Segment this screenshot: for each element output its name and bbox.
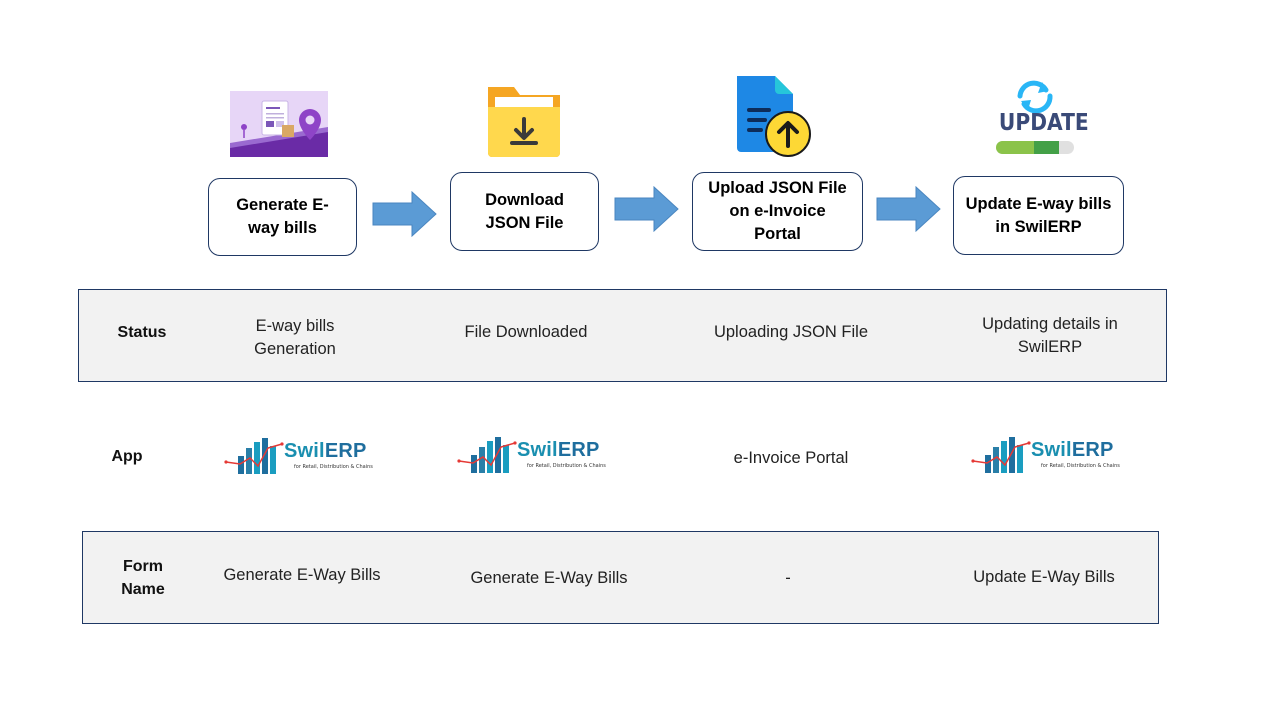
logo-tagline: for Retail, Distribution & Chains	[294, 464, 373, 470]
form-name-label: Form Name	[103, 555, 183, 601]
step-label: in SwilERP	[995, 217, 1082, 236]
swilerp-logo: SwilERP for Retail, Distribution & Chain…	[971, 433, 1121, 481]
form-name-cell: Generate E-Way Bills	[470, 569, 628, 587]
step-box-upload: Upload JSON File on e-Invoice Portal	[692, 172, 863, 251]
flow-arrow-1	[372, 191, 437, 237]
status-cell-text: Generation	[254, 340, 336, 358]
status-cell: E-way bills Generation	[215, 315, 375, 361]
swilerp-logo: SwilERP for Retail, Distribution & Chain…	[457, 433, 607, 481]
status-band	[78, 289, 1167, 382]
update-icon-text: UPDATE	[998, 110, 1089, 136]
step-label: Generate E-	[236, 196, 329, 214]
step-label: on e-Invoice	[729, 202, 826, 220]
step-box-update: Update E-way bills in SwilERP	[953, 176, 1124, 255]
logo-tagline: for Retail, Distribution & Chains	[1041, 463, 1120, 469]
portal-app-text: e-Invoice Portal	[733, 449, 849, 467]
form-name-cell: Update E-Way Bills	[973, 568, 1115, 586]
step-label: Download	[485, 190, 564, 209]
status-cell-text: E-way bills	[255, 317, 335, 335]
logo-tagline: for Retail, Distribution & Chains	[527, 463, 606, 469]
file-upload-icon	[735, 74, 813, 160]
status-cell-text: Uploading JSON File	[713, 323, 869, 341]
status-cell-text: SwilERP	[1017, 338, 1083, 356]
status-cell-text: Updating details in	[982, 315, 1118, 333]
step-box-download: Download JSON File	[450, 172, 599, 251]
flow-arrow-2	[614, 186, 679, 232]
status-cell: Updating details in SwilERP	[950, 313, 1150, 359]
form-name-cell: -	[785, 569, 791, 587]
logo-wordmark: SwilERP	[284, 440, 367, 462]
logo-wordmark: SwilERP	[1031, 439, 1114, 461]
form-name-label-text: Name	[121, 581, 165, 598]
eway-bill-map-icon	[230, 91, 328, 157]
step-label: way bills	[248, 219, 317, 237]
step-label: Update E-way bills	[965, 194, 1112, 213]
step-label: Upload JSON File	[708, 179, 847, 197]
update-icon: UPDATE	[994, 78, 1089, 158]
status-label: Status	[117, 324, 167, 341]
swilerp-logo: SwilERP for Retail, Distribution & Chain…	[224, 434, 374, 482]
status-cell: Uploading JSON File	[681, 321, 901, 344]
form-name-band	[82, 531, 1159, 624]
step-label: Portal	[754, 225, 801, 243]
app-label: App	[111, 448, 143, 465]
step-label: JSON File	[485, 213, 564, 232]
flow-arrow-3	[876, 186, 941, 232]
status-cell: File Downloaded	[426, 321, 626, 344]
form-name-cell: Generate E-Way Bills	[223, 566, 381, 584]
status-cell-text: File Downloaded	[464, 323, 588, 341]
logo-wordmark: SwilERP	[517, 439, 600, 461]
form-name-label-text: Form	[123, 558, 163, 575]
step-box-generate: Generate E- way bills	[208, 178, 357, 256]
folder-download-icon	[486, 81, 562, 157]
